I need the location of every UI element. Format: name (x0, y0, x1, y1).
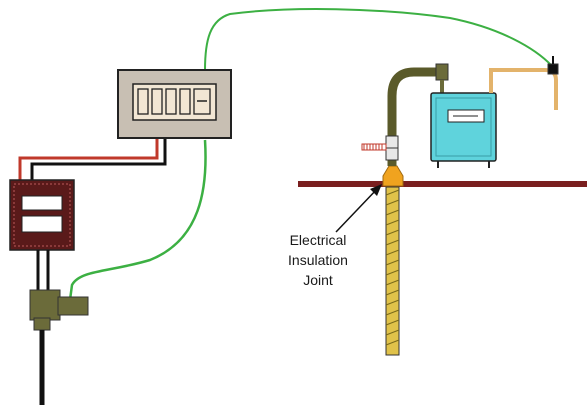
annotation-line-2: Insulation (288, 252, 348, 268)
riser-pipe (385, 186, 400, 356)
insulation-joint (382, 165, 404, 187)
black-wire (30, 136, 167, 182)
red-wire (18, 136, 159, 182)
gas-meter (430, 92, 497, 168)
service-pipe (387, 67, 438, 166)
reading-meter (117, 69, 232, 139)
valve-body (29, 289, 89, 331)
supply-pipe-clamp (547, 63, 559, 75)
floor-line (298, 181, 587, 187)
annotation-arrow (335, 187, 379, 233)
annotation-arrowhead (370, 184, 382, 196)
annotation-line-1: Electrical (290, 232, 347, 248)
annotation-line-3: Joint (303, 272, 333, 288)
supply-pipe (489, 68, 558, 110)
signal-wire-bottom (68, 139, 207, 301)
test-terminal (361, 143, 387, 151)
control-box (9, 179, 75, 251)
pipe-fitting (435, 63, 449, 81)
signal-wire-top (204, 8, 553, 71)
